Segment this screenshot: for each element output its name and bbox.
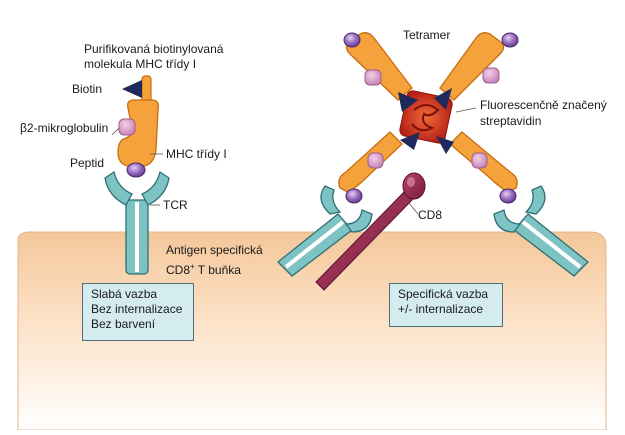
label-purified-line1: Purifikovaná biotinylovaná	[84, 42, 224, 56]
label-peptide: Peptid	[70, 156, 105, 170]
t-cell-body	[17, 231, 607, 431]
label-tetramer: Tetramer	[403, 28, 451, 42]
label-tcr: TCR	[163, 198, 188, 212]
biotin-triangle-ll	[400, 132, 420, 150]
specific-binding-line1: Specifická vazba	[398, 287, 489, 301]
label-tcell-sup: +	[190, 262, 195, 271]
left-tcr	[104, 170, 170, 275]
streptavidin-core	[398, 88, 454, 154]
right-tcr-left	[277, 185, 373, 277]
tetramer-arm-upper-left	[343, 32, 413, 101]
weak-binding-line3: Bez barvení	[91, 317, 156, 331]
tetramer-arm-lower-left	[338, 131, 403, 204]
biotin-triangle-ul	[398, 92, 418, 112]
label-tcell-end: T buňka	[194, 263, 241, 277]
label-biotin: Biotin	[72, 82, 103, 96]
label-fluor-line1: Fluorescenčně značený	[480, 98, 607, 112]
weak-binding-line1: Slabá vazba	[91, 287, 158, 301]
label-mhc: MHC třídy I	[166, 147, 227, 161]
label-purified-line2: molekula MHC třídy I	[84, 57, 197, 71]
cd8-coreceptor	[315, 172, 426, 291]
tetramer-arm-upper-right	[439, 32, 519, 101]
tetramer-arm-lower-right	[449, 131, 518, 204]
label-b2m: β2-mikroglobulin	[20, 121, 109, 135]
biotin-triangle-ur	[434, 88, 452, 110]
biotin-triangle-lr	[436, 136, 454, 154]
label-tcell-line1: Antigen specifická	[166, 243, 263, 257]
peptide-left	[126, 162, 146, 178]
info-box-weak-binding: Slabá vazba Bez internalizace Bez barven…	[82, 283, 194, 341]
label-tcell-line2: CD8+ T buňka	[166, 259, 241, 278]
biotin-triangle-left	[122, 80, 142, 98]
left-mhc-monomer	[117, 75, 160, 178]
b2m-left	[118, 118, 136, 136]
label-fluor-line2: streptavidin	[480, 114, 542, 128]
info-box-specific-binding: Specifická vazba +/- internalizace	[389, 283, 503, 327]
label-cd8: CD8	[418, 208, 443, 222]
label-tcell-cd8: CD8	[166, 263, 191, 277]
weak-binding-line2: Bez internalizace	[91, 302, 183, 316]
right-tcr-right	[493, 185, 589, 277]
specific-binding-line2: +/- internalizace	[398, 302, 484, 316]
